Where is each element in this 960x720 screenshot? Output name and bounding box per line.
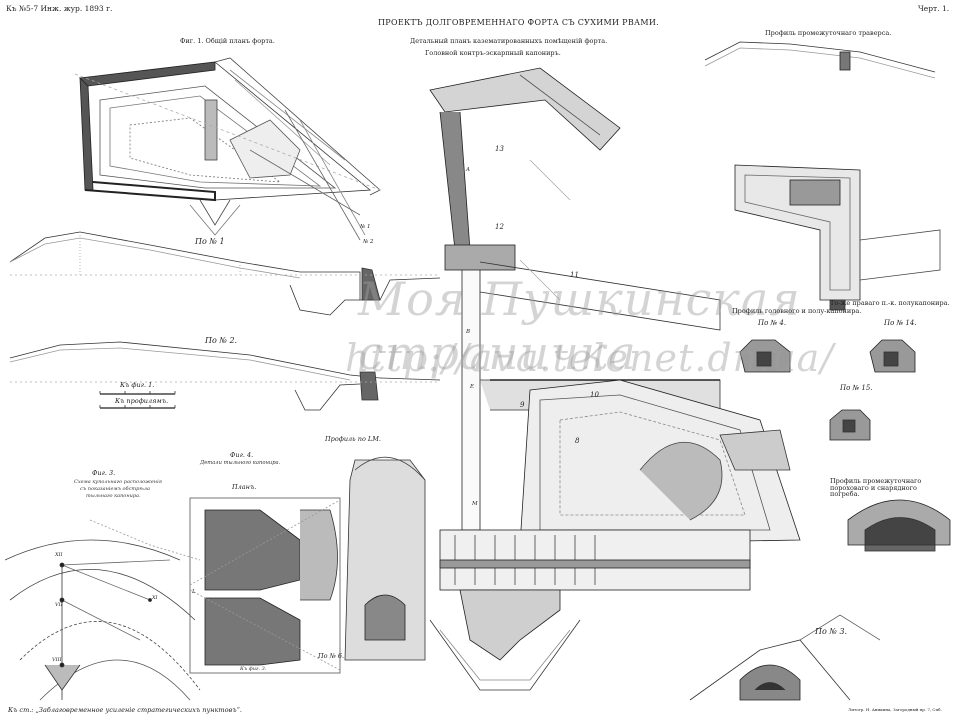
profile-head-caponier-title: Профиль головного и полу-капонира. bbox=[732, 307, 862, 315]
label-n12: 12 bbox=[495, 223, 504, 231]
fig4-caption: Детали тыльного капонира. bbox=[200, 460, 281, 466]
label-viii: VIII bbox=[52, 657, 62, 663]
label-m: M bbox=[472, 501, 478, 507]
profile-n6-title: По № 6. bbox=[318, 652, 345, 660]
profile-n1-drawing bbox=[9, 231, 441, 316]
fig4-rear-caponier bbox=[189, 456, 426, 674]
magazine-profile-drawing bbox=[847, 499, 951, 552]
plan-label: Планъ. bbox=[232, 483, 257, 491]
profile-n3-drawing bbox=[689, 614, 881, 701]
label-a: A bbox=[466, 167, 470, 173]
fig3-caption-line-2: съ показаніемъ обстрѣла bbox=[80, 486, 150, 492]
label-n13: 13 bbox=[495, 145, 504, 153]
profile-n2-drawing bbox=[9, 341, 441, 411]
central-casemate-plan bbox=[429, 67, 801, 691]
journal-reference: Къ №5-7 Инж. жур. 1893 г. bbox=[6, 4, 113, 13]
footer-article-note: Къ ст.: „Заблаговременное усиленіе страт… bbox=[8, 706, 242, 714]
profile-n4-title: По № 4. bbox=[758, 319, 787, 327]
profile-lm-title: Профиль по LM. bbox=[325, 435, 381, 443]
label-n11: 11 bbox=[570, 271, 579, 279]
label-n9: 9 bbox=[520, 401, 525, 409]
profile-n3-title: По № 3. bbox=[815, 627, 848, 636]
profile-n2-title: По № 2. bbox=[205, 336, 238, 345]
label-xii: XII bbox=[55, 552, 63, 558]
fig4-title: Фиг. 4. bbox=[230, 451, 254, 459]
label-n1: № 1 bbox=[360, 224, 371, 230]
fig1-title: Фиг. 1. Общій планъ форта. bbox=[180, 37, 275, 45]
label-b: B bbox=[466, 329, 471, 335]
profiles-scale-label: Къ профилямъ. bbox=[115, 397, 169, 405]
label-xi: XI bbox=[152, 595, 158, 601]
profile-n4-n14-n15 bbox=[739, 339, 916, 441]
label-n10: 10 bbox=[590, 391, 599, 399]
profile-n14-title: По № 14. bbox=[884, 319, 917, 327]
fig3-caption-line-3: тыльнаго капонира. bbox=[86, 493, 141, 499]
detail-plan-title: Детальный планъ казематированныхъ помѣще… bbox=[410, 37, 608, 45]
watermark-line-2: http://ava.telenet.dn.ua/ bbox=[345, 336, 835, 380]
profile-intermediate-drawing bbox=[704, 41, 936, 79]
watermark-line-1: Моя Пушкинская страничка bbox=[358, 272, 801, 380]
right-halfcaponier-title-1: То-же праваго п.-к. полукапонира. bbox=[830, 299, 950, 307]
head-contour-title: Головной контръ-эскарпный капониръ. bbox=[425, 49, 561, 57]
footer-printer: Литогр. Н. Аникина, Загородный пр. 7, Сп… bbox=[848, 707, 942, 712]
fig1-general-plan bbox=[74, 57, 381, 241]
traverse-detail-plan bbox=[734, 164, 941, 311]
fig1-scale-label: Къ фиг. 1. bbox=[120, 381, 155, 389]
label-n8: 8 bbox=[575, 437, 580, 445]
magazine-profile-title: Профиль промежуточнаго пороховаго и снар… bbox=[830, 477, 922, 498]
profile-n1-title: По № 1 bbox=[195, 237, 225, 246]
plate-number: Черт. 1. bbox=[918, 4, 950, 13]
main-title: ПРОЕКТЪ ДОЛГОВРЕМЕННАГО ФОРТА СЪ СУХИМИ … bbox=[378, 18, 659, 27]
scale-bars bbox=[99, 391, 176, 409]
fig3-cupola-scheme bbox=[4, 519, 201, 701]
fig3-scale-label: Къ фиг. 3. bbox=[240, 666, 267, 672]
profile-intermediate-title: Профиль промежуточнаго траверса. bbox=[765, 29, 892, 37]
profile-n15-title: По № 15. bbox=[840, 384, 873, 392]
label-l: L bbox=[192, 589, 196, 595]
label-e: E bbox=[470, 384, 475, 390]
label-n2: № 2 bbox=[363, 239, 374, 245]
label-vii: VII bbox=[55, 602, 63, 608]
fig3-title: Фиг. 3. bbox=[92, 469, 116, 477]
fig3-caption-line-1: Схема купольнаго расположенія bbox=[74, 479, 162, 485]
